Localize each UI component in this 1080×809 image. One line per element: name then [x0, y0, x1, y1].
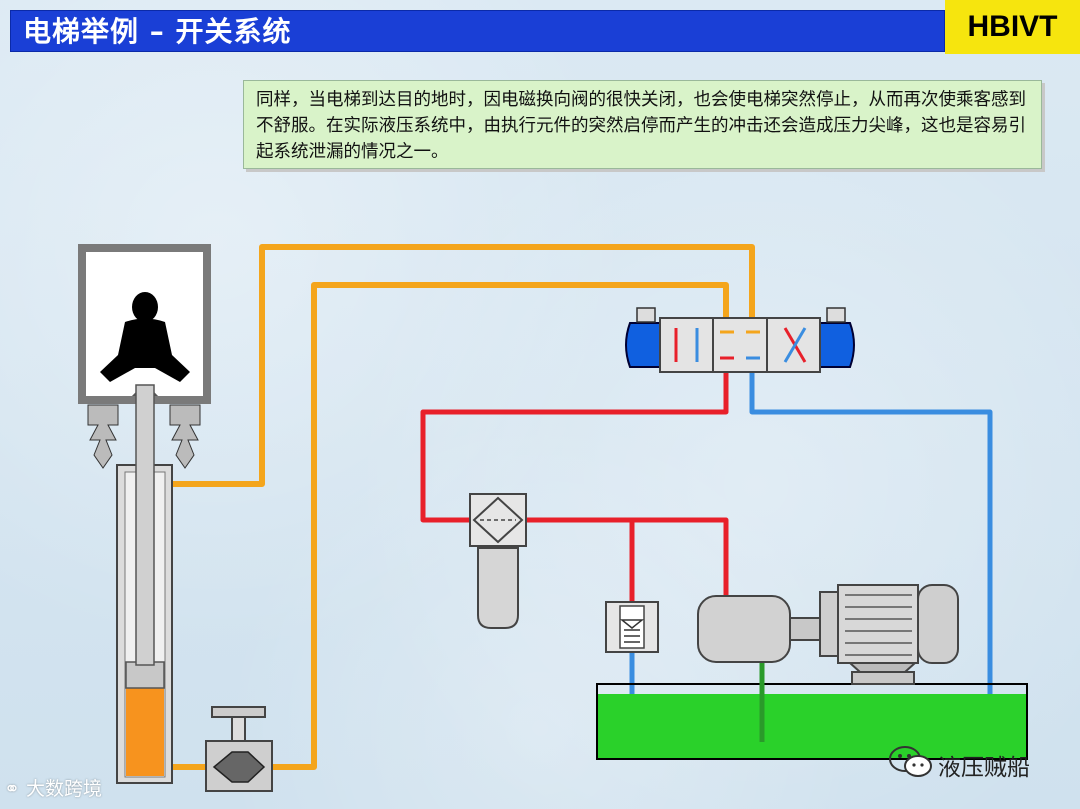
- down-arrow-icon: [169, 404, 201, 469]
- down-arrow-icon: [87, 404, 119, 469]
- tank-fluid: [598, 694, 1026, 758]
- return-lines: [629, 370, 993, 742]
- watermark-left: ⚭ 大数跨境: [4, 774, 102, 801]
- elevator-car: [78, 244, 211, 469]
- pressure-lines: [420, 370, 729, 610]
- relief-valve: [605, 601, 659, 653]
- watermark-left-text: 大数跨境: [25, 778, 102, 800]
- passenger-icon: [100, 292, 190, 382]
- page-title: 电梯举例 – 开关系统: [10, 10, 945, 52]
- pump: [697, 595, 821, 663]
- piston-rod: [135, 384, 155, 666]
- valve-return-line: [749, 370, 993, 730]
- cylinder-fluid: [126, 688, 164, 776]
- solenoid-left-icon: [625, 322, 661, 368]
- upper-actuator-line: [160, 244, 755, 487]
- note-box: 同样，当电梯到达目的地时，因电磁换向阀的很快关闭，也会使电梯突然停止，从而再次使…: [243, 80, 1042, 169]
- solenoid-valve: [625, 307, 855, 373]
- filter-to-pump-line: [526, 517, 729, 595]
- weibo-icon: ⚭: [4, 778, 26, 800]
- watermark-right: 液压贼船: [938, 755, 1030, 781]
- wechat-icon: [889, 746, 932, 777]
- filter: [469, 493, 527, 629]
- valve-pressure-line: [420, 370, 729, 523]
- brand-logo: HBIVT: [945, 0, 1080, 54]
- piston: [125, 661, 165, 689]
- hydraulic-cylinder: [116, 384, 173, 784]
- electric-motor: [819, 584, 959, 685]
- tank: [596, 683, 1028, 760]
- solenoid-right-icon: [819, 322, 855, 368]
- manual-valve: [205, 706, 273, 792]
